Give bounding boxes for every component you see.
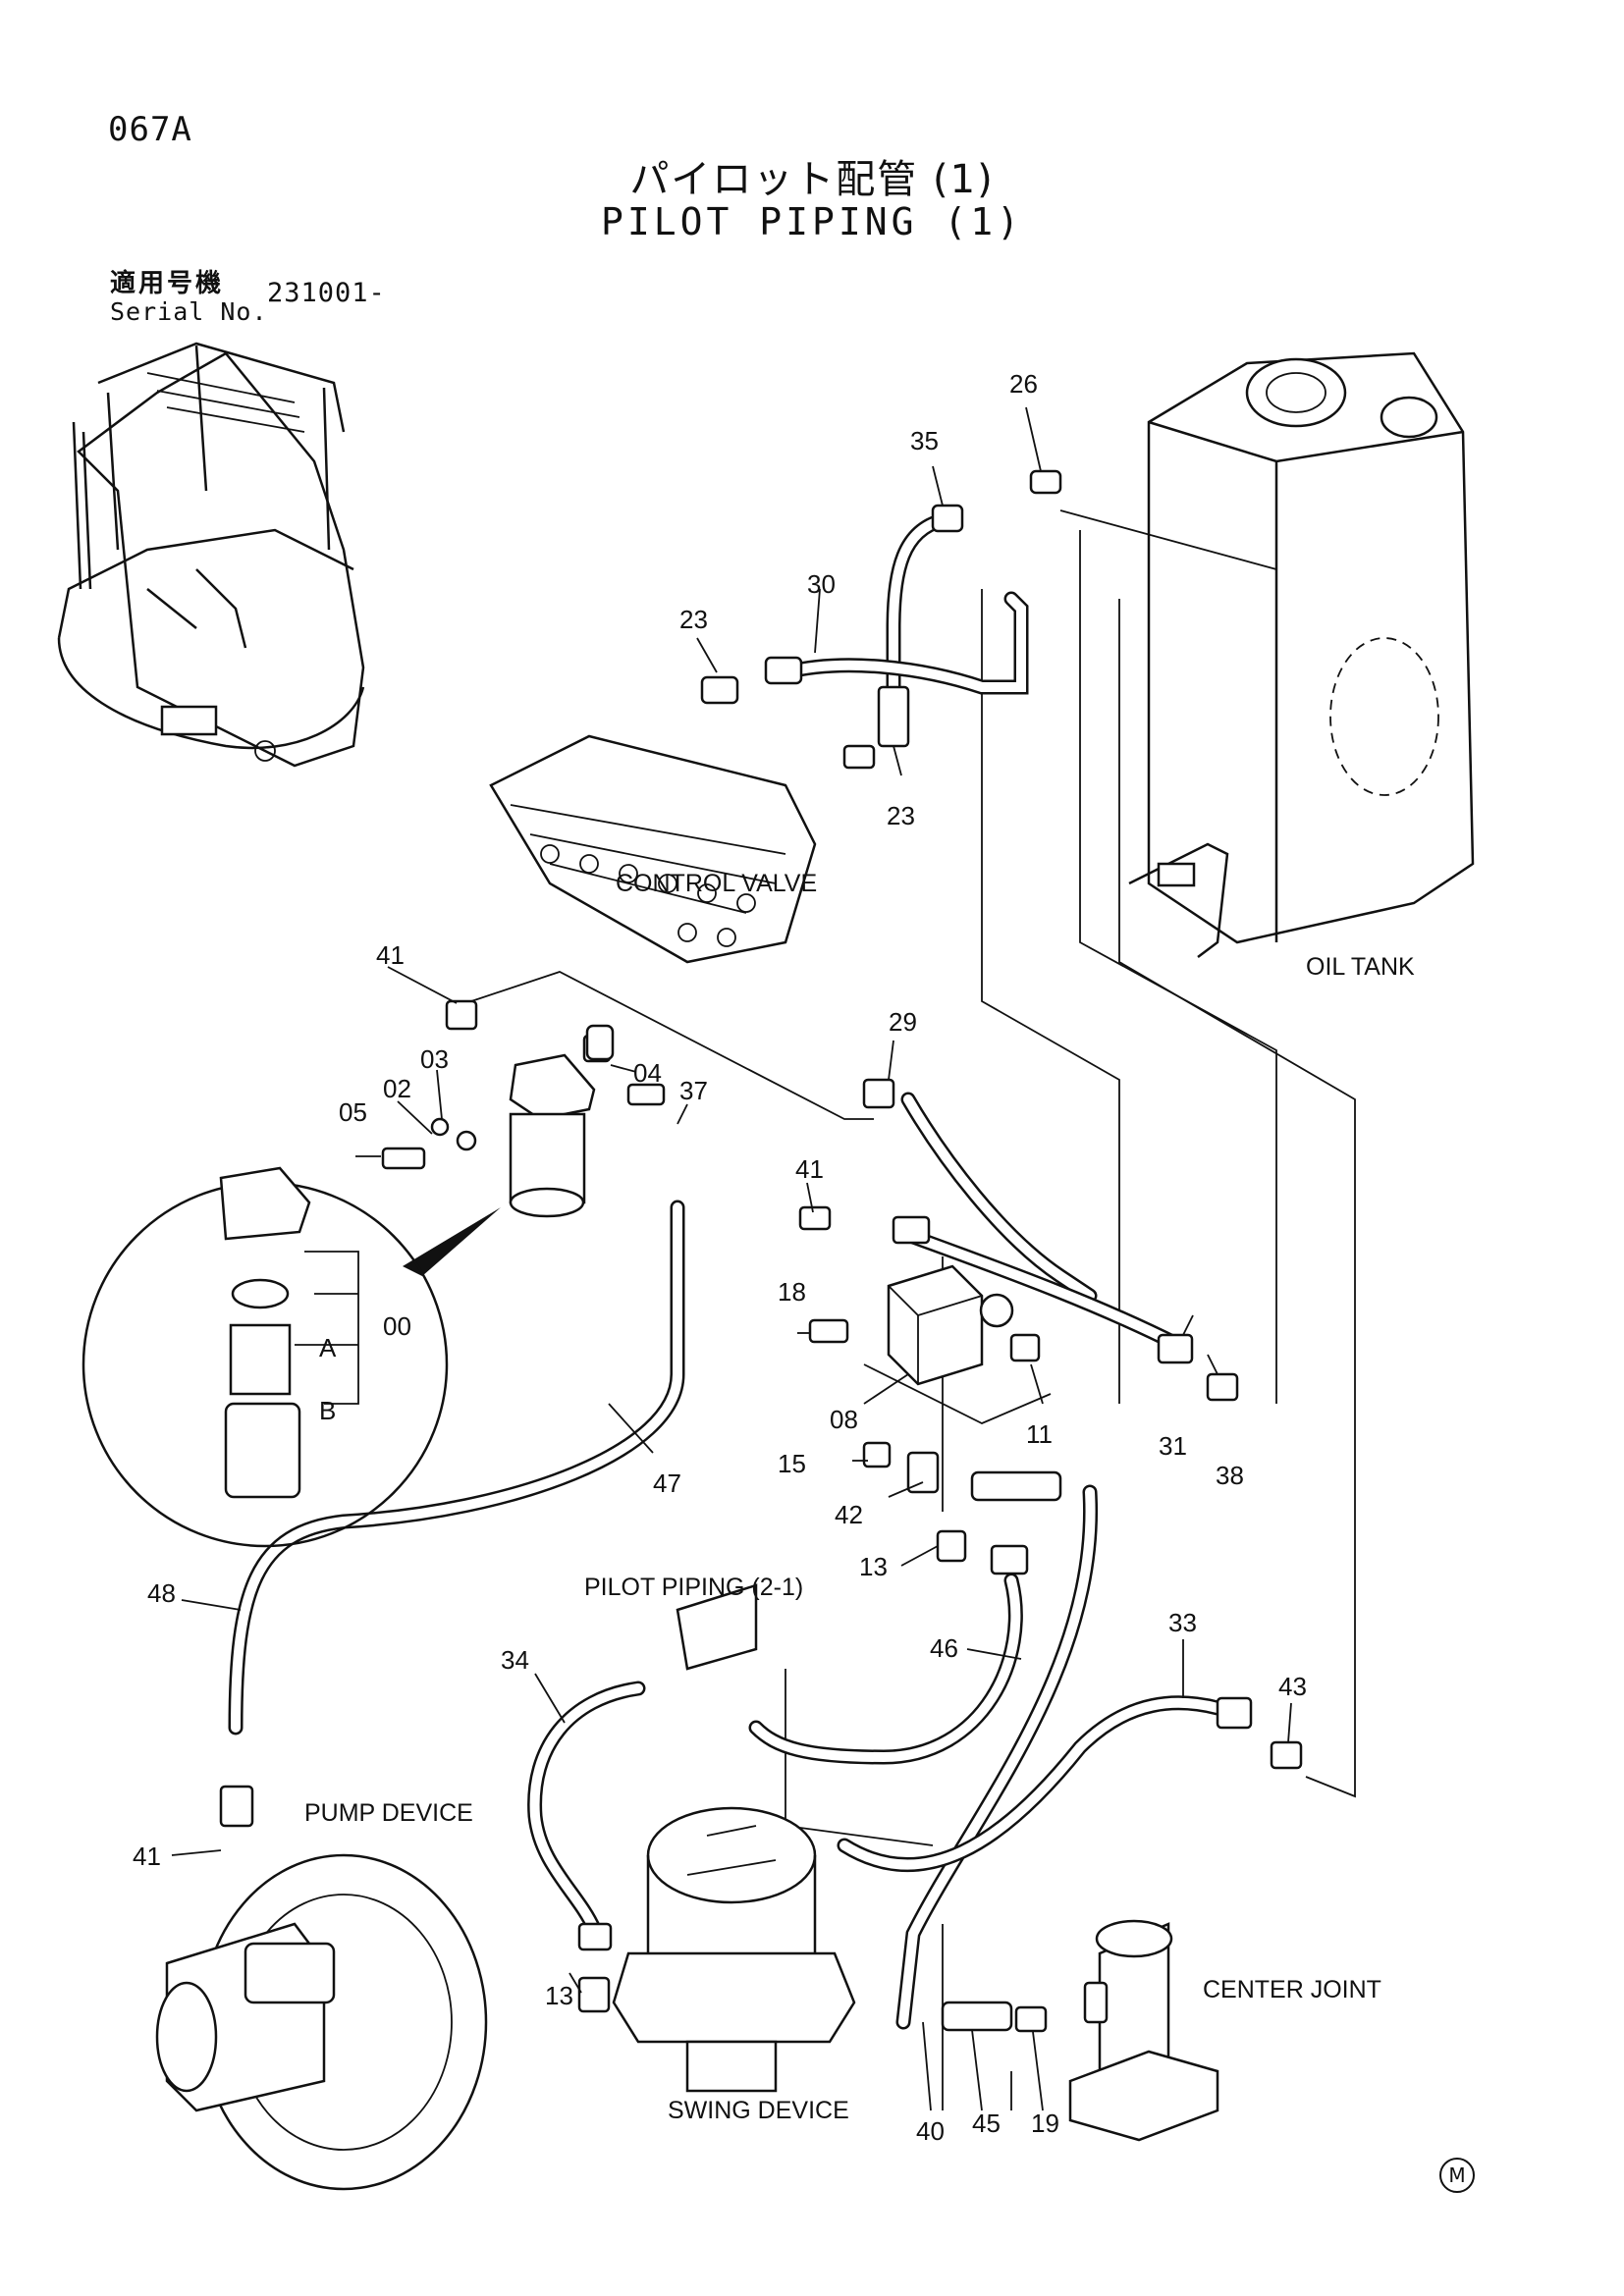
serial-label-english: Serial No. <box>110 297 268 326</box>
part-number-02: 02 <box>383 1074 411 1103</box>
page-title-japanese: パイロット配管 (1) <box>629 157 995 202</box>
part-number-47: 47 <box>653 1468 681 1498</box>
pilot-filter-drawing <box>381 1024 615 1276</box>
page-code: 067A <box>108 110 192 149</box>
pump-device-drawing <box>155 1853 488 2191</box>
part-number-42: 42 <box>835 1500 863 1529</box>
control-valve-drawing <box>489 734 817 964</box>
component-labels: CONTROL VALVE OIL TANK PILOT PIPING (2-1… <box>304 870 1415 2124</box>
part-number-41: 41 <box>133 1842 161 1871</box>
part-number-46: 46 <box>930 1633 958 1663</box>
part-number-37: 37 <box>679 1076 708 1105</box>
part-number-35: 35 <box>910 426 939 455</box>
oil-tank-drawing <box>1128 351 1475 958</box>
shuttle-valve-block-drawing <box>808 1264 1014 1386</box>
serial-label-japanese: 適用号機 <box>110 269 225 298</box>
label-control-valve: CONTROL VALVE <box>616 870 817 897</box>
part-number-23: 23 <box>679 605 708 634</box>
part-number-callouts: 26 35 30 23 23 41 03 04 02 05 37 29 41 1… <box>133 369 1307 2146</box>
m-mark-symbol: M <box>1439 2158 1475 2193</box>
part-number-43: 43 <box>1278 1672 1307 1701</box>
part-number-19: 19 <box>1031 2109 1059 2138</box>
label-pilot-piping-2-1: PILOT PIPING (2-1) <box>584 1574 803 1601</box>
hoses <box>228 512 1225 2030</box>
label-swing-device: SWING DEVICE <box>668 2097 849 2124</box>
leader-lines <box>171 406 1292 2111</box>
part-number-04: 04 <box>633 1058 662 1088</box>
pilot-routing-lines <box>470 509 1356 2110</box>
part-number-11: 11 <box>1026 1419 1053 1449</box>
part-number-18: 18 <box>778 1277 806 1307</box>
part-number-26: 26 <box>1009 369 1038 399</box>
part-number-33: 33 <box>1168 1608 1197 1637</box>
part-number-13: 13 <box>859 1552 888 1581</box>
part-number-40: 40 <box>916 2116 945 2146</box>
part-number-23: 23 <box>887 801 915 830</box>
part-number-03: 03 <box>420 1044 449 1074</box>
part-number-05: 05 <box>339 1097 367 1127</box>
part-number-29: 29 <box>889 1007 917 1037</box>
part-number-08: 08 <box>830 1405 858 1434</box>
label-pump-device: PUMP DEVICE <box>304 1799 473 1827</box>
part-number-41: 41 <box>795 1154 824 1184</box>
label-center-joint: CENTER JOINT <box>1203 1976 1381 2003</box>
part-number-30: 30 <box>807 569 836 599</box>
part-letter-b: B <box>319 1396 336 1425</box>
part-number-41: 41 <box>376 940 405 970</box>
excavator-overview-drawing <box>57 342 365 768</box>
part-number-45: 45 <box>972 2109 1001 2138</box>
filter-detail-bubble <box>81 1166 449 1548</box>
label-oil-tank: OIL TANK <box>1306 953 1415 981</box>
part-number-31: 31 <box>1159 1431 1187 1461</box>
part-number-13: 13 <box>545 1981 573 2010</box>
fittings <box>219 469 1303 2033</box>
part-letter-a: A <box>319 1333 337 1362</box>
swing-device-drawing <box>612 1583 856 2093</box>
part-number-00: 00 <box>383 1311 411 1341</box>
part-number-34: 34 <box>501 1645 529 1675</box>
serial-number-value: 231001- <box>267 278 386 308</box>
part-number-15: 15 <box>778 1449 806 1478</box>
part-number-48: 48 <box>147 1578 176 1608</box>
page-title-english: PILOT PIPING (1) <box>600 200 1024 243</box>
center-joint-drawing <box>1068 1919 1219 2142</box>
part-number-38: 38 <box>1216 1461 1244 1490</box>
